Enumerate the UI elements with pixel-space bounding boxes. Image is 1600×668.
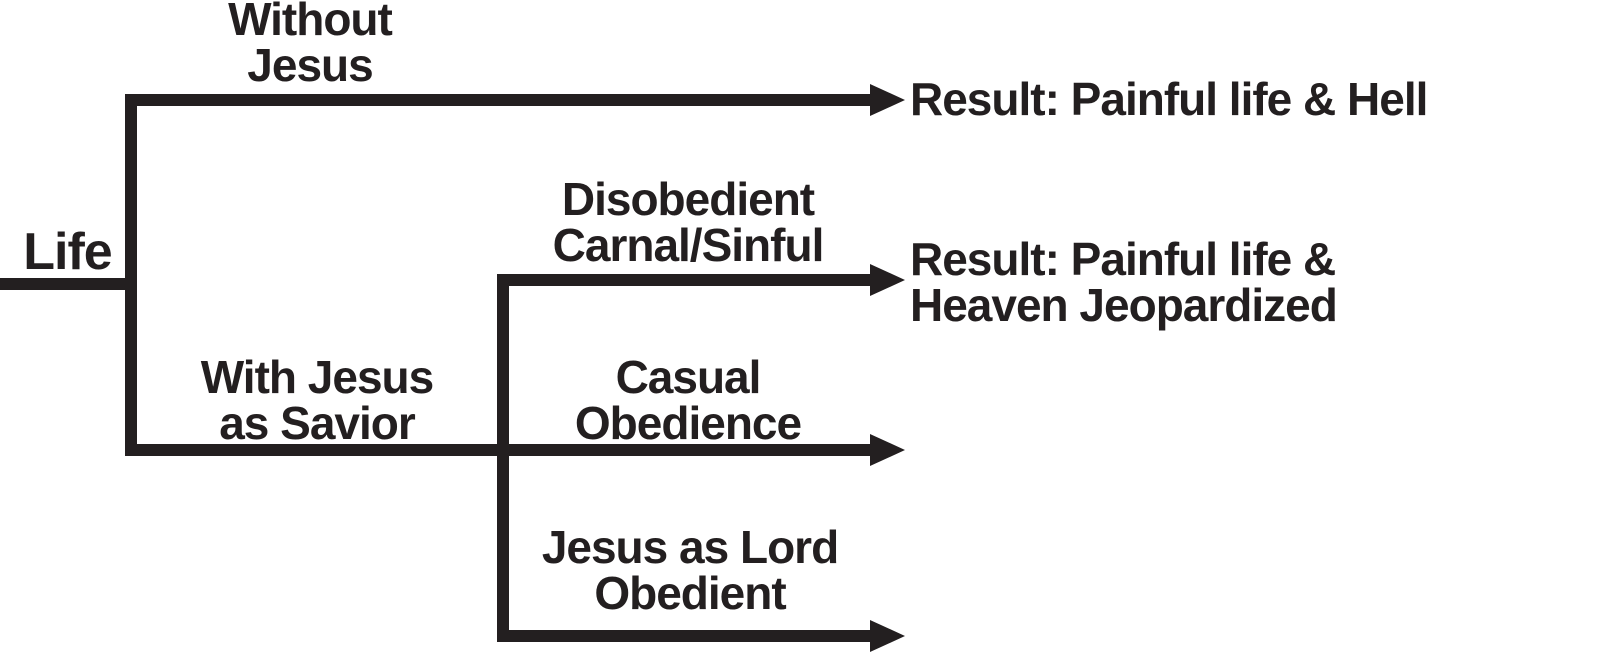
arrowhead-disobedient-icon bbox=[870, 264, 905, 296]
root-node-label: Life bbox=[23, 223, 112, 281]
branch-label-line1: With Jesus bbox=[200, 351, 434, 403]
branch-label-line2: as Savior bbox=[219, 397, 416, 449]
branch-label-without-jesus: Without Jesus bbox=[110, 0, 510, 88]
arrowhead-jesus-as-lord-icon bbox=[870, 620, 905, 652]
branch-label-line1: Disobedient bbox=[561, 173, 815, 225]
root-connector-line bbox=[0, 278, 137, 290]
branch-label-casual-obedience: Casual Obedience bbox=[488, 354, 888, 446]
branch-line-disobedient bbox=[497, 274, 880, 286]
branch-label-line2: Carnal/Sinful bbox=[552, 219, 825, 271]
branch-label-disobedient: Disobedient Carnal/Sinful bbox=[488, 176, 888, 268]
branch-label-with-jesus-as-savior: With Jesus as Savior bbox=[117, 354, 517, 446]
branch-label-line1: Casual bbox=[615, 351, 762, 403]
result-text-without-jesus: Result: Painful life & Hell bbox=[910, 73, 1428, 125]
arrowhead-without-jesus-icon bbox=[870, 84, 905, 116]
branch-label-line1: Jesus as Lord bbox=[541, 521, 839, 573]
arrowhead-casual-obedience-icon bbox=[870, 434, 905, 466]
branch-label-jesus-as-lord: Jesus as Lord Obedient bbox=[490, 524, 890, 616]
branch-line-without-jesus bbox=[125, 94, 880, 106]
level2-branch-vertical-line bbox=[497, 274, 509, 642]
result-text-line1: Result: Painful life & bbox=[910, 233, 1336, 285]
level1-branch-vertical-line bbox=[125, 94, 137, 456]
branch-label-line1: Without bbox=[228, 0, 393, 45]
branch-line-jesus-as-lord bbox=[497, 630, 880, 642]
branch-label-line2: Obedience bbox=[574, 397, 802, 449]
result-text-disobedient: Result: Painful life & Heaven Jeopardize… bbox=[910, 233, 1338, 331]
result-text-line2: Heaven Jeopardized bbox=[910, 279, 1338, 331]
branch-label-line2: Jesus bbox=[247, 39, 373, 91]
branch-label-line2: Obedient bbox=[594, 567, 786, 619]
